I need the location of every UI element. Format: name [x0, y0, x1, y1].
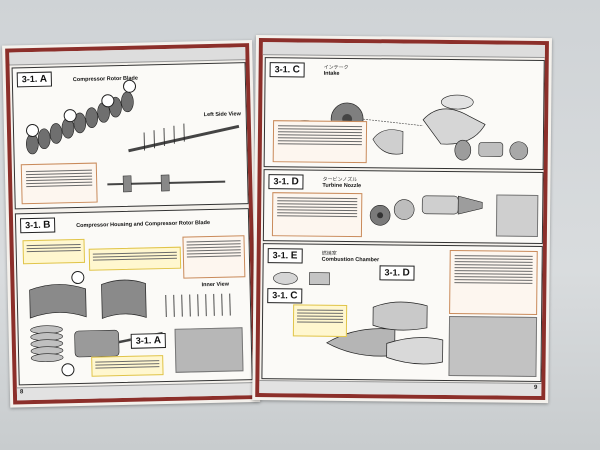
section-d-title-en: Turbine Nozzle [322, 182, 362, 190]
left-view-label: Left Side View [204, 111, 241, 118]
caution-note [272, 120, 368, 164]
nozzle-photo [495, 194, 539, 237]
section-e-title-en: Combustion Chamber [321, 256, 380, 264]
section-d: 3-1. D タービンノズル Turbine Nozzle [262, 169, 544, 245]
nozzle-parts-illustration [454, 139, 529, 161]
section-e: 3-1. E 燃焼室 Combustion Chamber 3-1. C 3-1… [261, 243, 543, 383]
chamber-photo [448, 316, 538, 377]
section-b-ref: 3-1. A [130, 333, 167, 349]
caution-note [182, 235, 246, 279]
section-b: 3-1. B Compressor Housing and Compressor… [14, 208, 253, 386]
section-d-subtitle: タービンノズル Turbine Nozzle [322, 176, 361, 189]
section-b-title: 3-1. B [19, 217, 56, 234]
section-b-ref-letter: A [153, 335, 162, 347]
inner-view-text: Inner View [201, 281, 230, 289]
section-b-title-en: Compressor Housing and Compressor Rotor … [76, 220, 211, 230]
page-number-right: 9 [533, 384, 538, 391]
section-e-title: 3-1. E [267, 248, 303, 264]
caution-text-lines [186, 240, 241, 259]
section-a-step: 3-1. [21, 73, 38, 85]
section-b-ref-step: 3-1. [135, 335, 152, 346]
section-d-step: 3-1. [273, 176, 290, 187]
section-a-letter: A [39, 73, 48, 85]
caution-text-lines [277, 125, 363, 147]
caution-text-lines [25, 169, 93, 189]
detail-note [449, 250, 538, 315]
caution-note [20, 162, 98, 205]
page-number-left: 8 [19, 389, 24, 396]
tip-note [91, 355, 164, 377]
section-b-subtitle: Compressor Housing and Compressor Rotor … [76, 220, 210, 229]
tip-text-lines [92, 251, 177, 263]
tip-note [88, 246, 182, 271]
tip-text-lines [95, 360, 160, 370]
tip-text-lines [26, 243, 81, 254]
section-e-subtitle: 燃焼室 Combustion Chamber [322, 250, 380, 264]
section-d-letter: D [291, 176, 299, 188]
left-page: 3-1. A Compressor Rotor Blade [2, 40, 261, 408]
section-a: 3-1. A Compressor Rotor Blade [11, 62, 249, 210]
section-a-title: 3-1. A [16, 71, 53, 88]
assembly-photo [174, 327, 244, 373]
shaft-detail-illustration [107, 174, 226, 193]
section-b-letter: B [43, 219, 51, 231]
section-c-letter: C [292, 64, 300, 76]
inner-view-label: Inner View [201, 282, 229, 289]
right-page: 3-1. C インテーク Intake [252, 35, 552, 404]
turbine-nozzle-illustration [369, 195, 483, 226]
section-c: 3-1. C インテーク Intake [263, 57, 545, 171]
section-d-title: 3-1. D [268, 174, 304, 190]
detail-text-lines [454, 255, 533, 286]
caution-text-lines [277, 197, 358, 219]
compressor-housing-illustration [29, 279, 163, 363]
section-c-title: 3-1. C [269, 62, 305, 78]
tip-note [22, 238, 86, 265]
shaft-illustration [128, 123, 240, 153]
blade-ring-illustration [165, 293, 231, 318]
section-e-step: 3-1. [272, 250, 289, 261]
section-c-subtitle: インテーク Intake [324, 64, 349, 77]
tip-text-lines [296, 309, 344, 324]
tip-note [292, 304, 348, 337]
section-c-title-en: Intake [323, 70, 340, 77]
caution-note [271, 192, 363, 238]
section-e-letter: E [290, 250, 298, 262]
section-b-step: 3-1. [25, 219, 41, 231]
section-c-step: 3-1. [274, 64, 291, 75]
left-view-text: Left Side View [203, 111, 241, 119]
